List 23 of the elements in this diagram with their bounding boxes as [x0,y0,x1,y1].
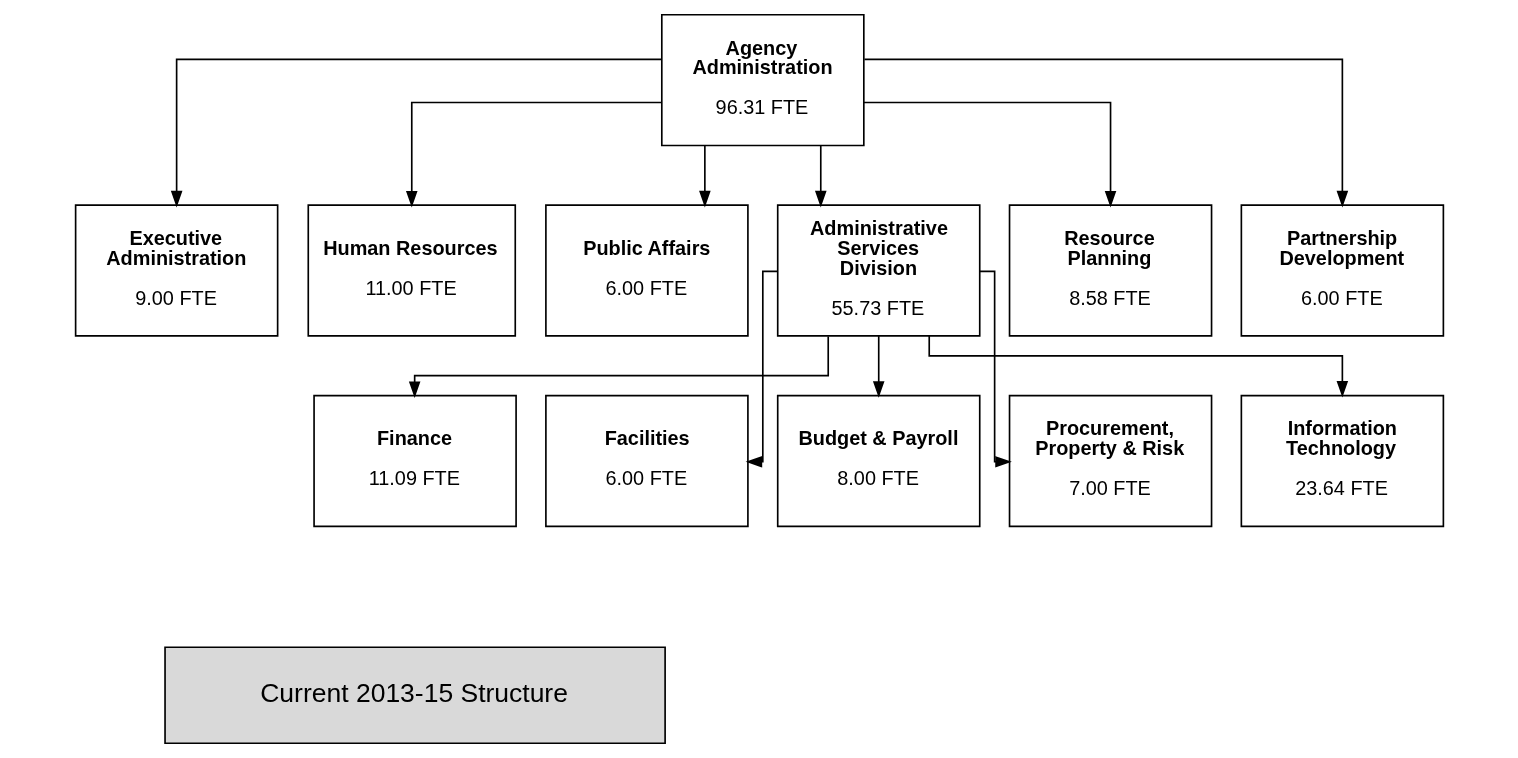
node-box: Partnership Development 6.00 FTE [1240,204,1444,337]
arrow [408,335,829,398]
arrow [978,270,1012,468]
node-box: Budget & Payroll 8.00 FTE [776,394,981,528]
arrow [863,58,1348,208]
node-box: Administrative Services Division 55.73 FTE [776,204,981,337]
arrow [170,58,662,208]
arrow [814,144,827,208]
node-box: Executive Administration 9.00 FTE [74,204,278,337]
node-box: Human Resources 11.00 FTE [306,204,516,337]
node-box: Information Technology 23.64 FTE [1240,394,1444,528]
arrow [745,270,778,468]
node-box: Current 2013-15 Structure [163,646,666,745]
node-box: Finance 11.09 FTE [312,394,517,528]
node-box: Facilities 6.00 FTE [544,394,749,528]
arrow [405,101,663,208]
node-box: Public Affairs 6.00 FTE [544,204,749,337]
node-box: Resource Planning 8.58 FTE [1008,204,1212,337]
arrow [872,335,885,398]
arrow [862,101,1116,208]
node-box: Procurement, Property & Risk 7.00 FTE [1008,394,1212,528]
arrow [698,144,711,208]
node-box: Agency Administration 96.31 FTE [660,13,865,147]
